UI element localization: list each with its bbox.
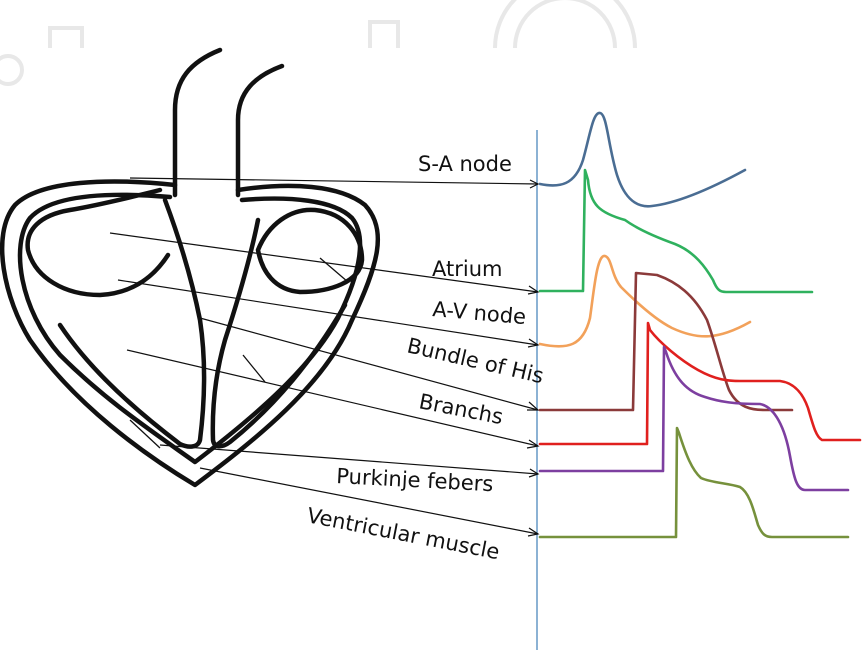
label-atrium: Atrium (432, 257, 502, 281)
trace-ventricular (538, 426, 850, 539)
pointer-ventricular (199, 467, 539, 535)
aorta-right-vessel (235, 63, 285, 198)
pointer-purkinje (159, 444, 539, 475)
aorta-left-vessel (172, 47, 223, 198)
pointer-av-node (117, 279, 539, 346)
label-sa-node: S-A node (418, 152, 512, 176)
left-atrium-chamber (25, 187, 171, 298)
trace-bundle-of-his (538, 271, 794, 412)
pointer-sa-node (129, 177, 539, 185)
label-branchs: Branchs (417, 389, 505, 429)
left-ventricle-chamber (57, 197, 207, 449)
pointer-bundle-of-his (199, 317, 539, 411)
heart-inner-wall (17, 192, 363, 465)
label-av-node: A-V node (432, 297, 527, 329)
heart-drawing (0, 47, 381, 488)
pointer-atrium (109, 232, 539, 293)
structure-labels: S-A node Atrium A-V node Bundle of His B… (305, 152, 546, 564)
pointer-branchs (126, 349, 539, 447)
trace-branchs (538, 321, 862, 446)
trace-purkinje (538, 345, 850, 492)
trace-sa-node (538, 111, 747, 208)
pointer-lines (109, 177, 540, 537)
right-ventricle-chamber (210, 217, 348, 449)
right-atrium-chamber (255, 207, 365, 295)
label-ventricular: Ventricular muscle (305, 503, 502, 564)
trace-av-node (538, 254, 752, 348)
action-potential-traces (538, 111, 862, 539)
trace-atrium (538, 168, 814, 294)
heart-outer-wall (0, 179, 381, 488)
watermark-marks (0, 0, 637, 86)
